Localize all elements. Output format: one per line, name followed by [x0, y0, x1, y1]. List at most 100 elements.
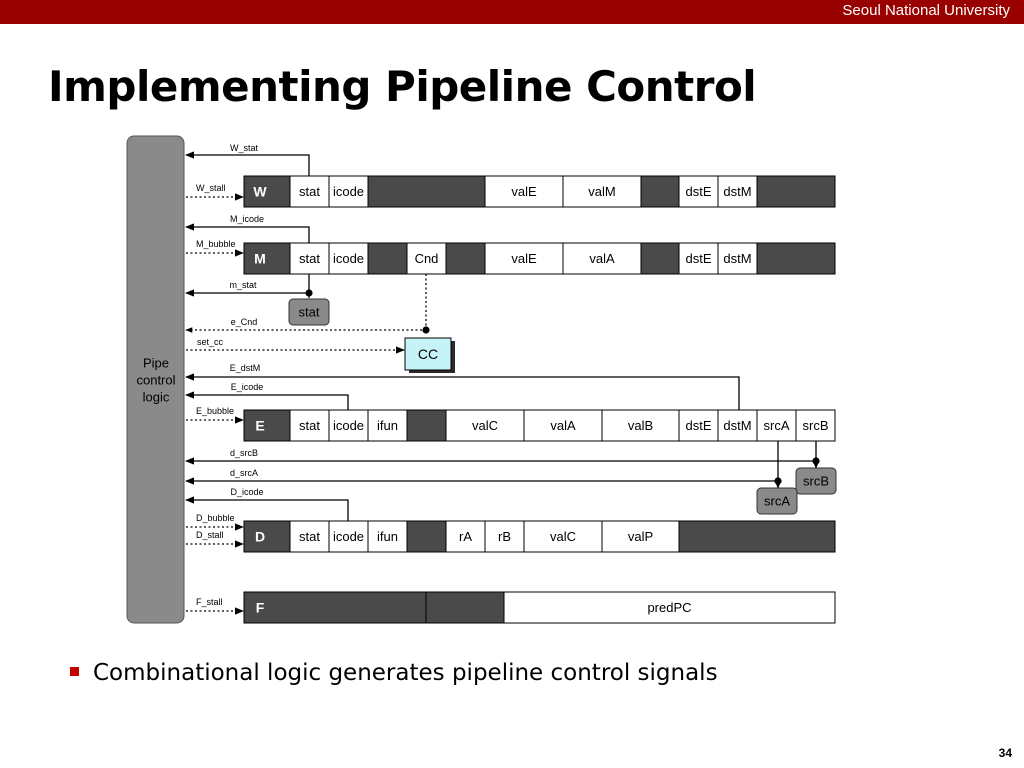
header-bar: Seoul National University [0, 0, 1024, 24]
stage-name: F [256, 600, 265, 616]
signal-f-stall: F_stall [196, 597, 223, 607]
register-field-cell [523, 409, 603, 442]
signal-d-stall: D_stall [196, 530, 224, 540]
srca-logic-box [756, 487, 798, 515]
register-field-valP: valP [628, 529, 653, 544]
register-field-icode: icode [333, 418, 364, 433]
register-field-dstE: dstE [685, 184, 711, 199]
register-field-cell [406, 409, 447, 442]
wire-junction [812, 457, 820, 465]
stage-label-cell [243, 520, 291, 553]
register-field-cell [289, 520, 330, 553]
register-field-stat: stat [299, 418, 320, 433]
register-field-cell [640, 242, 680, 275]
register-field-cell [328, 520, 369, 553]
register-field-cell [328, 242, 369, 275]
stage-name: E [255, 418, 264, 434]
register-field-valA: valA [550, 418, 576, 433]
srcb-logic-box [795, 467, 837, 495]
register-field-valB: valB [628, 418, 653, 433]
register-field-icode: icode [333, 184, 364, 199]
signal-e-icode: E_icode [231, 382, 264, 392]
signal-d-srcb: d_srcB [230, 448, 258, 458]
register-field-ifun: ifun [377, 529, 398, 544]
slide-title: Implementing Pipeline Control [48, 62, 757, 111]
e-dstm-wire [185, 373, 740, 410]
register-field-dstM: dstM [723, 184, 751, 199]
register-field-Cnd: Cnd [415, 251, 439, 266]
register-field-rA: rA [459, 529, 472, 544]
register-field-dstM: dstM [723, 418, 751, 433]
register-field-valE: valE [511, 251, 537, 266]
register-field-cell [756, 175, 836, 208]
signal-e-bubble: E_bubble [196, 406, 234, 416]
register-field-stat: stat [299, 529, 320, 544]
signal-m-icode: M_icode [230, 214, 264, 224]
pipe-control-logic-label: Pipe [143, 356, 169, 371]
stat-logic-box [288, 298, 330, 326]
register-field-ifun: ifun [377, 418, 398, 433]
signal-e-cnd: e_Cnd [231, 317, 258, 327]
register-field-cell [328, 175, 369, 208]
bullet-text: Combinational logic generates pipeline c… [93, 660, 718, 686]
signal-d-bubble: D_bubble [196, 513, 235, 523]
register-field-cell [289, 242, 330, 275]
register-field-valM: valM [588, 184, 615, 199]
register-field-cell [367, 242, 408, 275]
register-field-stat: stat [299, 251, 320, 266]
stage-label-cell [243, 175, 291, 208]
d-icode-wire [185, 496, 349, 521]
register-field-cell [756, 242, 836, 275]
register-field-cell [367, 175, 486, 208]
srcb-logic-box-label: srcB [803, 474, 829, 489]
register-field-cell [484, 242, 564, 275]
register-field-valC: valC [472, 418, 498, 433]
signal-m-stat: m_stat [229, 280, 257, 290]
register-field-predPC: predPC [647, 600, 691, 615]
pipe-control-logic-label: control [136, 373, 175, 388]
register-field-stat: stat [299, 184, 320, 199]
register-field-dstE: dstE [685, 251, 711, 266]
signal-w-stat: W_stat [230, 143, 259, 153]
register-field-cell [445, 242, 486, 275]
signal-d-icode: D_icode [230, 487, 263, 497]
signal-m-bubble: M_bubble [196, 239, 236, 249]
register-field-icode: icode [333, 251, 364, 266]
institution-name: Seoul National University [842, 2, 1010, 19]
register-field-cell [367, 520, 408, 553]
register-field-cell [425, 591, 505, 624]
stage-name: W [253, 184, 267, 200]
cc-box-label: CC [418, 346, 438, 362]
wire-junction [422, 326, 430, 334]
stage-label-cell [243, 242, 291, 275]
register-field-cell [289, 409, 330, 442]
register-field-cell [445, 409, 525, 442]
register-field-dstM: dstM [723, 251, 751, 266]
register-field-icode: icode [333, 529, 364, 544]
register-field-cell [289, 175, 330, 208]
register-field-srcB: srcB [803, 418, 829, 433]
bullet-marker [70, 667, 79, 676]
register-field-cell [406, 520, 447, 553]
register-field-cell [445, 520, 486, 553]
stat-logic-box-label: stat [299, 305, 320, 320]
register-field-srcA: srcA [764, 418, 790, 433]
register-field-cell [484, 175, 564, 208]
stage-name: M [254, 251, 266, 267]
srca-logic-box-label: srcA [764, 494, 790, 509]
pipe-control-logic-block [126, 135, 185, 624]
m-icode-wire [185, 223, 310, 243]
wire-junction [774, 477, 782, 485]
register-field-cell [562, 242, 642, 275]
register-field-cell [640, 175, 680, 208]
page-number: 34 [998, 746, 1012, 760]
register-field-cell [678, 242, 719, 275]
register-field-cell [756, 409, 797, 442]
register-field-cell [717, 242, 758, 275]
stage-label-cell [243, 409, 291, 442]
bullet-item: Combinational logic generates pipeline c… [70, 660, 718, 686]
